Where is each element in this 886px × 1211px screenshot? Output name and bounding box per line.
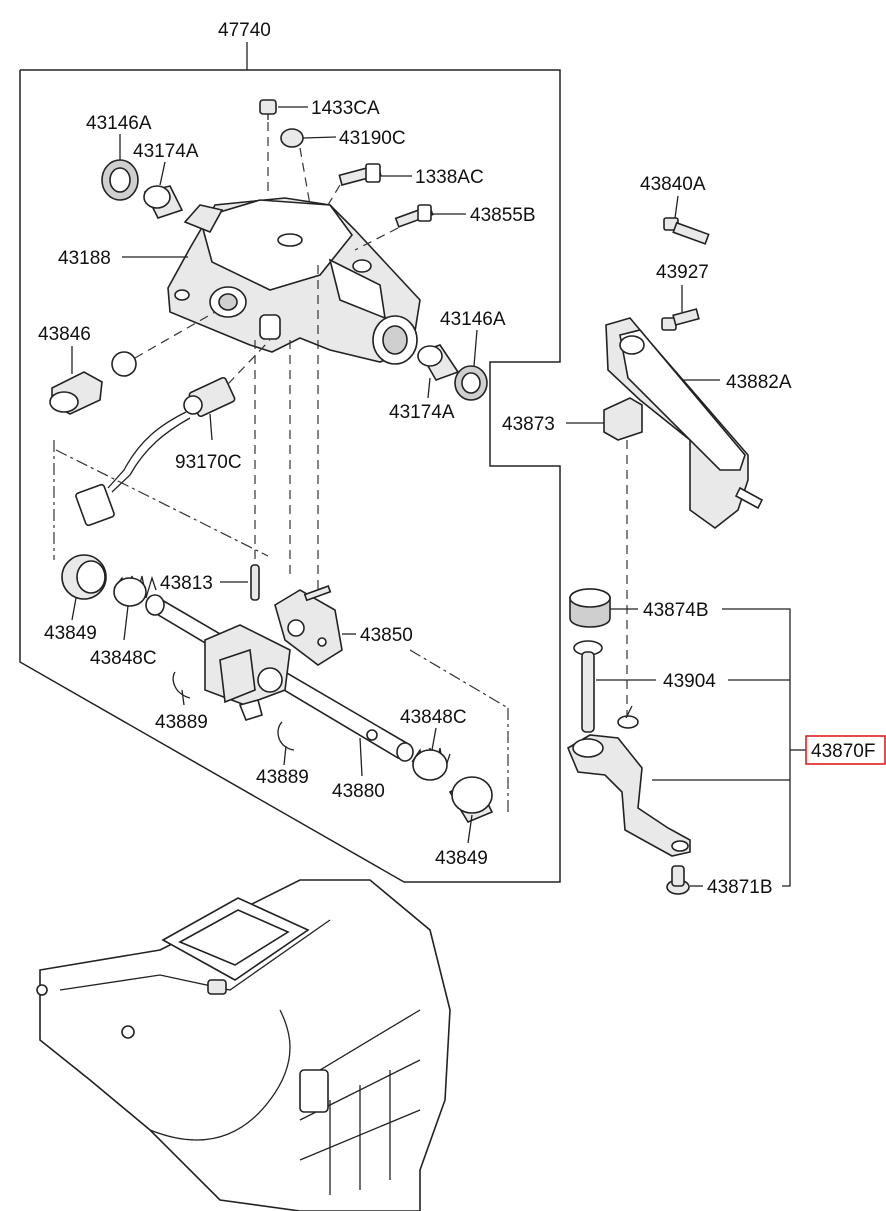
label-43927: 43927 xyxy=(656,262,709,283)
label-43904: 43904 xyxy=(663,671,716,692)
pin-43904 xyxy=(573,640,603,733)
label-43855b: 43855B xyxy=(470,205,536,226)
label-43849-right: 43849 xyxy=(435,848,488,869)
label-47740: 47740 xyxy=(218,20,271,41)
label-43190c: 43190C xyxy=(339,128,406,149)
label-43889-right: 43889 xyxy=(256,767,309,788)
label-43840a: 43840A xyxy=(640,174,706,195)
label-43874b: 43874B xyxy=(643,600,709,621)
plug-43846 xyxy=(49,311,216,415)
label-93170c: 93170C xyxy=(175,452,242,473)
cap-43190c xyxy=(280,128,311,206)
leader-lines xyxy=(71,106,806,887)
label-43889-left: 43889 xyxy=(155,712,208,733)
seal-43849-left xyxy=(61,554,107,600)
guide-lines xyxy=(53,265,628,812)
clip-43889-right xyxy=(277,721,295,751)
label-43188: 43188 xyxy=(58,248,111,269)
seal-43849-right xyxy=(448,776,494,824)
label-43882a: 43882A xyxy=(726,372,792,393)
label-43846: 43846 xyxy=(38,324,91,345)
label-1338ac: 1338AC xyxy=(415,167,484,188)
switch-93170c xyxy=(75,339,271,527)
label-43813: 43813 xyxy=(160,573,213,594)
arm-43870f xyxy=(566,705,691,857)
seal-43146a-left xyxy=(101,159,139,201)
label-43174a-left: 43174A xyxy=(133,141,199,162)
shift-shaft-43880 xyxy=(145,594,414,762)
cap-43874b xyxy=(569,588,611,628)
label-43880: 43880 xyxy=(332,781,385,802)
label-43848c-left: 43848C xyxy=(90,648,157,669)
bolt-43855b xyxy=(354,204,434,251)
label-43146a-left: 43146A xyxy=(86,113,152,134)
label-43174a-right: 43174A xyxy=(389,402,455,423)
bracket-43850 xyxy=(274,585,343,666)
seal-43146a-right xyxy=(454,365,488,401)
pin-43871b xyxy=(666,865,690,895)
label-43146a-right: 43146A xyxy=(440,309,506,330)
spring-43848c-right xyxy=(411,747,451,781)
label-43848c-right: 43848C xyxy=(400,707,467,728)
plug-1433ca xyxy=(259,99,277,195)
transmission-case xyxy=(36,879,451,1211)
label-43849-left: 43849 xyxy=(44,623,97,644)
highlight-box-43870f xyxy=(805,735,886,765)
bushing-43873 xyxy=(603,397,643,441)
bushing-43174a-right xyxy=(417,344,460,381)
part-labels: 47740 1433CA 43190C 1338AC 43855B 43146A… xyxy=(38,20,875,898)
shift-housing xyxy=(167,197,421,365)
label-43871b: 43871B xyxy=(707,877,773,898)
label-43873: 43873 xyxy=(502,414,555,435)
bolt-43840a xyxy=(663,217,710,245)
assembly-frame-47740 xyxy=(19,42,561,883)
label-43870f: 43870F xyxy=(811,741,875,762)
pin-43813 xyxy=(250,564,260,601)
label-43850: 43850 xyxy=(360,625,413,646)
bolt-1338ac xyxy=(324,163,382,211)
label-1433ca: 1433CA xyxy=(311,98,380,119)
bolt-43927 xyxy=(661,308,700,331)
clip-43889-left xyxy=(172,671,191,699)
spring-43848c-left xyxy=(113,575,157,607)
bushing-43174a-left xyxy=(143,185,184,219)
lever-43882a xyxy=(605,317,764,530)
